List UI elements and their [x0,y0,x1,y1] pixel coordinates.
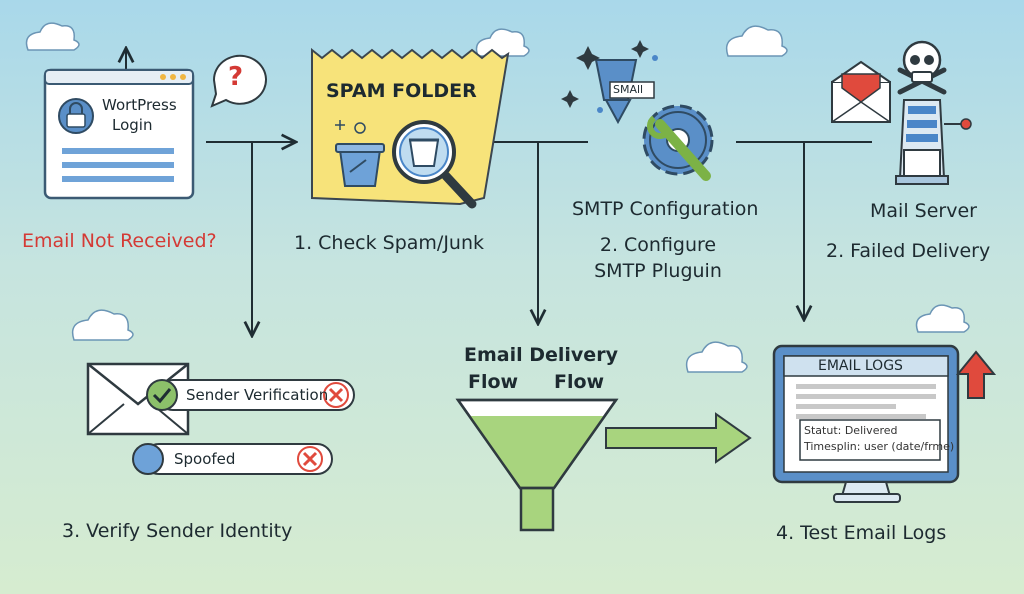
funnel-title-left: Flow [468,371,519,393]
sender-verification-badge [146,379,355,411]
log-status-line: Statut: Delivered [804,424,898,437]
magnifier-icon [392,120,477,209]
arrow-up-icon [955,350,997,399]
cloud-icon [725,25,788,57]
cloud-icon [25,22,80,51]
question-bubble-icon [210,54,267,108]
sender-verification-label: Sender Verification [186,386,329,404]
monitor-icon [772,344,960,503]
skull-icon [897,40,947,95]
envelope-icon [831,60,891,123]
spam-folder-card [311,47,510,209]
lock-icon [58,98,94,134]
cloud-icon [685,341,748,373]
funnel-title-right: Flow [554,371,605,393]
wordpress-login-window [43,48,195,200]
email-logs-header: EMAIL LOGS [818,358,903,374]
close-icon [297,446,323,472]
server-tower-icon [895,99,972,185]
wordpress-subtitle: Login [112,116,153,134]
step-verify-sender: 3. Verify Sender Identity [62,520,293,542]
step-check-spam: 1. Check Spam/Junk [294,232,485,254]
step-configure-smtp: 2. Configure SMTP Pluguin [588,232,728,284]
spoofed-badge [132,443,333,475]
trash-bin-icon [335,120,385,187]
mail-server-caption: Mail Server [870,200,977,222]
close-icon [323,382,349,408]
question-mark: ? [228,62,244,92]
step-configure-line2: SMTP Pluguin [594,260,722,282]
smtp-configuration-caption: SMTP Configuration [572,198,759,220]
funnel-icon [455,398,619,532]
log-timestamp-line: Timesplin: user (date/frme) [804,440,955,453]
smtp-envelope-icon [561,40,658,125]
email-not-received-caption: Email Not Received? [22,230,217,252]
spam-folder-title: SPAM FOLDER [326,80,477,102]
cloud-icon [475,28,530,57]
flow-arrow [605,412,752,464]
step-test-email-logs: 4. Test Email Logs [776,522,947,544]
funnel-title-line1: Email Delivery [464,344,618,366]
gear-wrench-icon [642,104,714,181]
spoofed-label: Spoofed [174,450,236,468]
step-failed-delivery: 2. Failed Delivery [826,240,991,262]
smtp-tag: SMAll [613,83,644,96]
cloud-icon [71,309,134,341]
step-configure-line1: 2. Configure [599,234,717,256]
cloud-icon [915,304,970,333]
wordpress-title: WortPress [102,96,177,114]
